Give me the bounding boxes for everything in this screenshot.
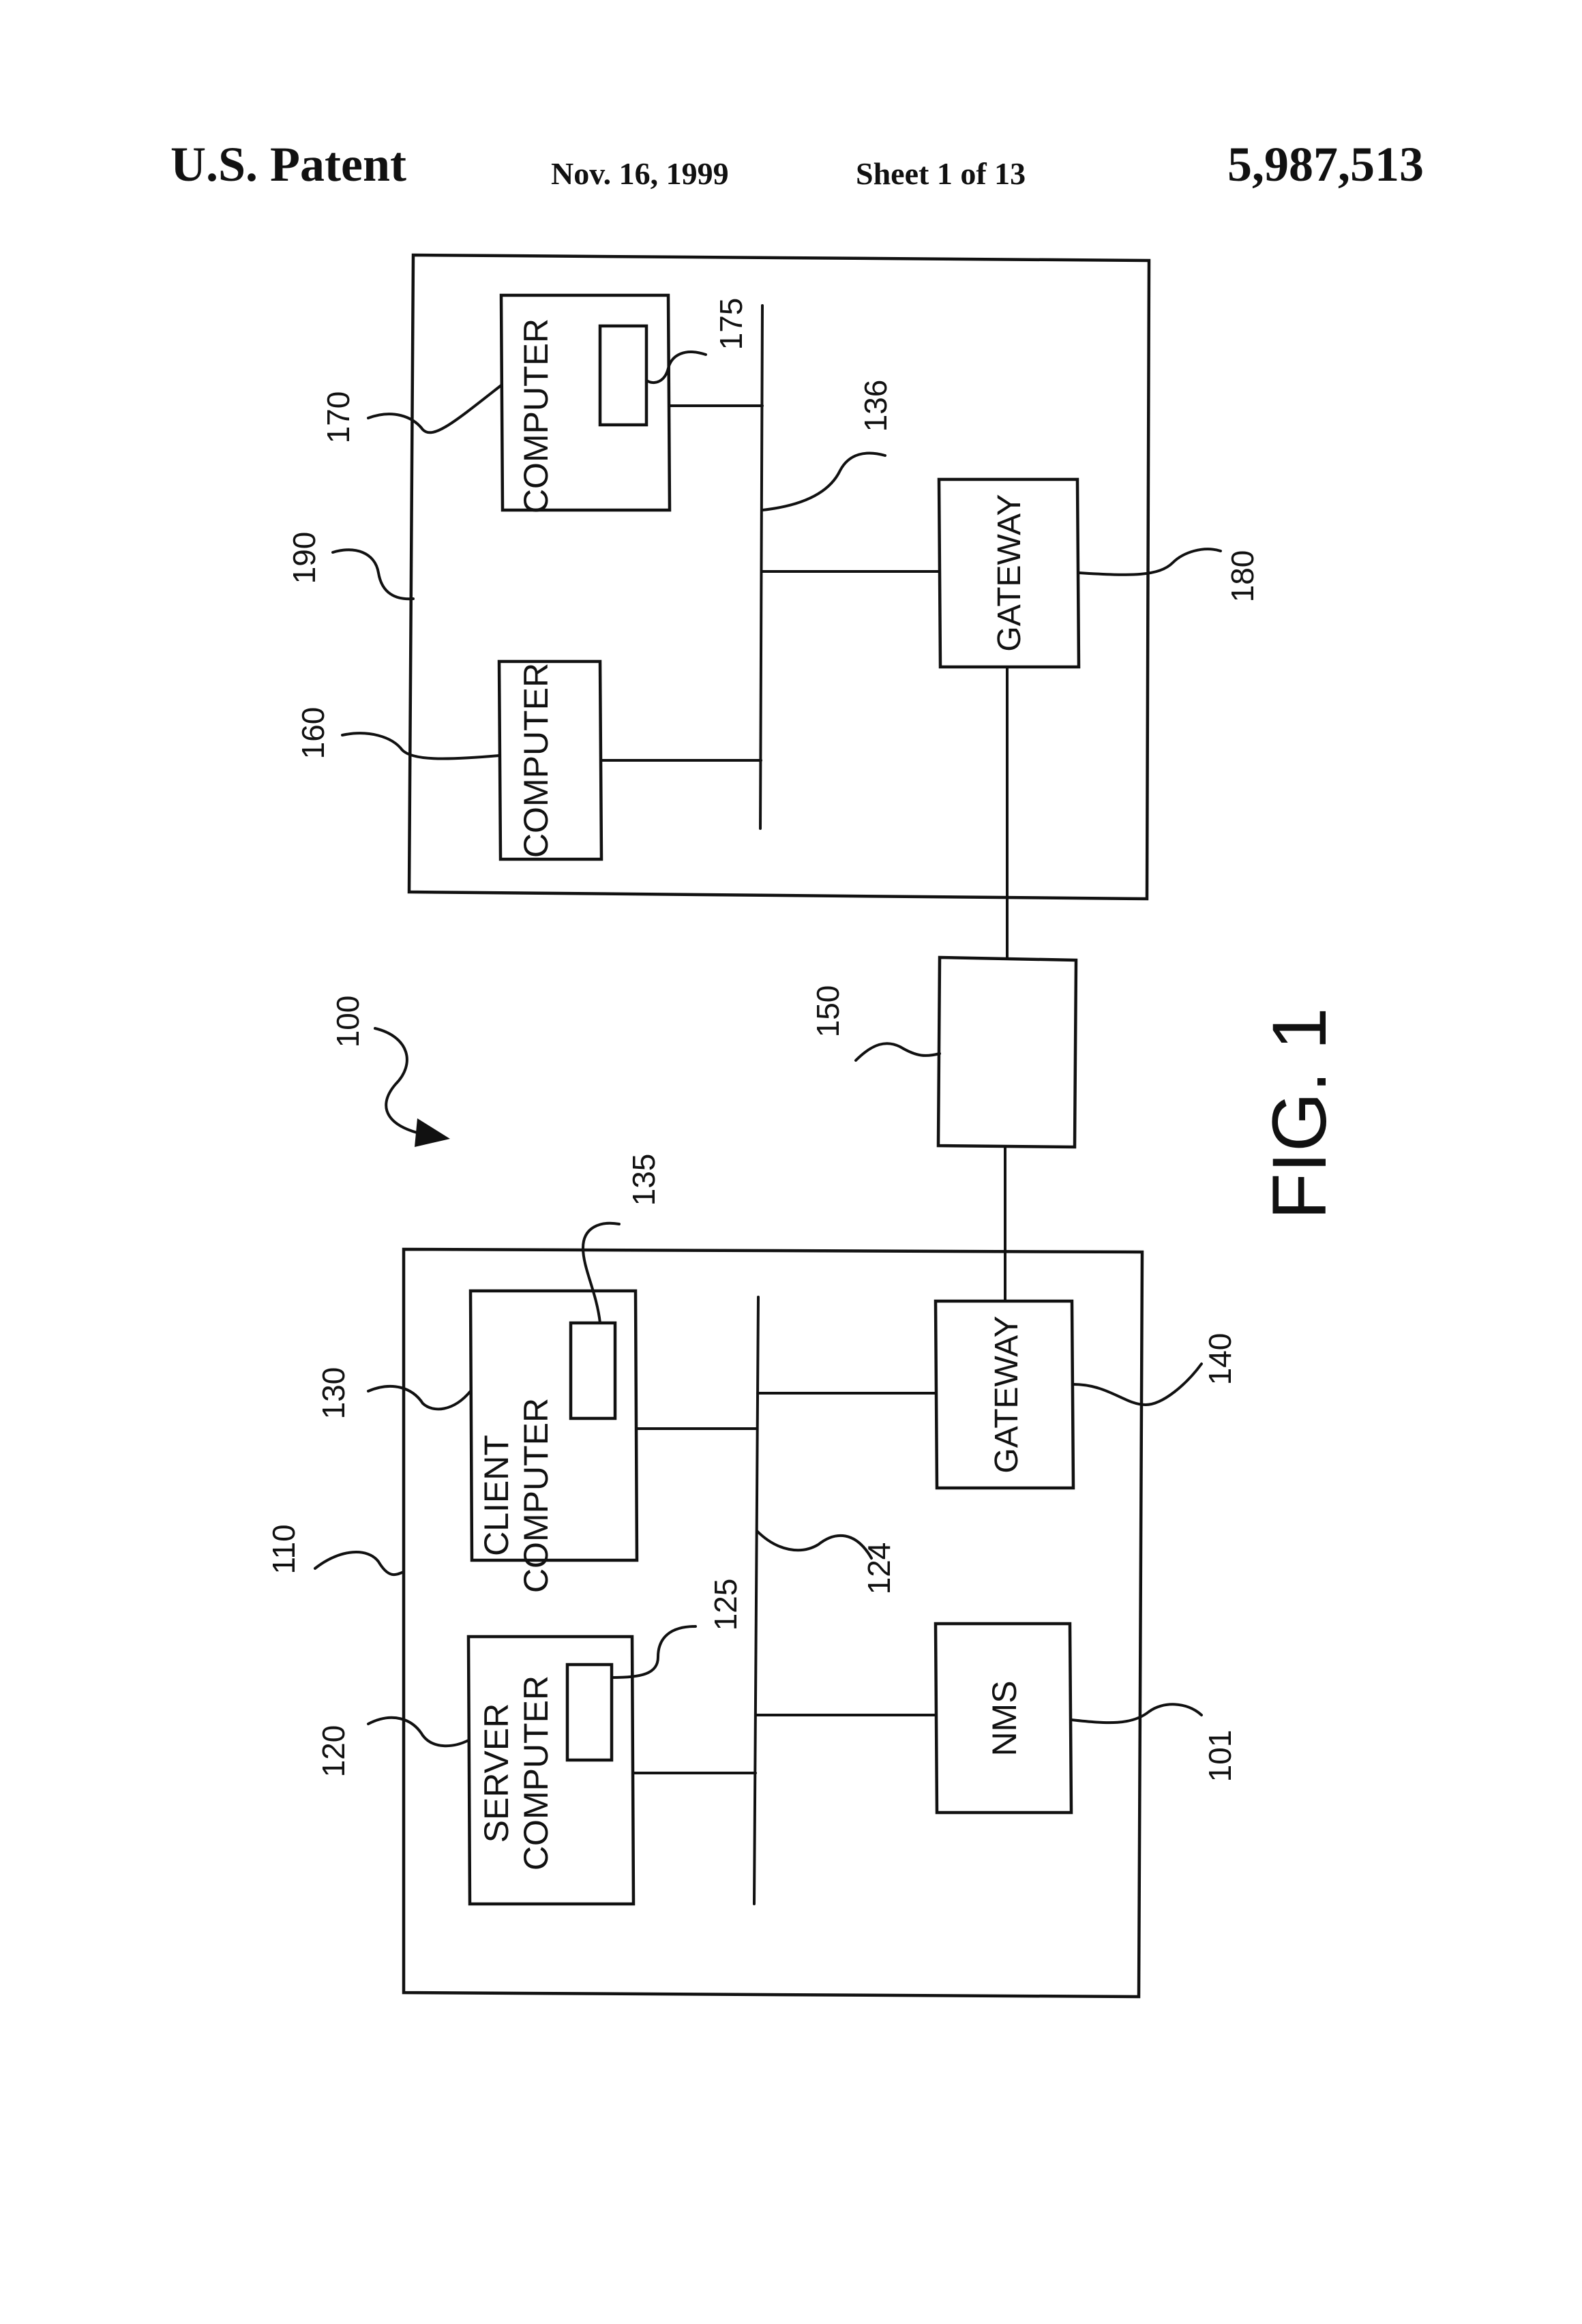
patent-date: Nov. 16, 1999 bbox=[551, 156, 729, 191]
ref-125: 125 bbox=[708, 1579, 743, 1631]
leader-100 bbox=[374, 1027, 431, 1137]
computer-160-label: COMPUTER bbox=[517, 663, 555, 858]
computer-170-box bbox=[499, 293, 672, 512]
link-150-box bbox=[936, 955, 1078, 1149]
leader-100-arrowhead bbox=[415, 1118, 450, 1147]
server-label-line1: SERVER bbox=[477, 1703, 516, 1843]
ref-100: 100 bbox=[330, 996, 365, 1048]
server-computer-box bbox=[466, 1635, 636, 1906]
ref-150: 150 bbox=[810, 985, 846, 1038]
ref-180: 180 bbox=[1225, 550, 1260, 603]
leader-110 bbox=[314, 1551, 405, 1577]
patent-title: U.S. Patent bbox=[170, 137, 406, 192]
ref-101: 101 bbox=[1202, 1730, 1238, 1783]
leader-136 bbox=[761, 451, 886, 511]
ref-130: 130 bbox=[316, 1367, 351, 1420]
client-label-line2: COMPUTER bbox=[517, 1398, 555, 1593]
bus-136 bbox=[759, 304, 764, 830]
ref-110: 110 bbox=[266, 1524, 301, 1574]
leader-160 bbox=[341, 732, 501, 760]
leader-175 bbox=[645, 351, 707, 384]
leader-101 bbox=[1070, 1703, 1203, 1725]
ref-190: 190 bbox=[286, 532, 322, 584]
leader-124 bbox=[756, 1530, 873, 1560]
ref-160: 160 bbox=[295, 707, 331, 760]
gateway-140-label: GATEWAY bbox=[989, 1315, 1025, 1473]
client-label-line1: CLIENT bbox=[477, 1435, 516, 1556]
leader-140 bbox=[1072, 1362, 1203, 1406]
ref-136: 136 bbox=[858, 380, 893, 432]
patent-header: U.S. Patent Nov. 16, 1999 Sheet 1 of 13 … bbox=[0, 136, 1582, 205]
computer-170-inner-box bbox=[598, 324, 648, 427]
nms-box bbox=[934, 1622, 1073, 1815]
network-110-box bbox=[402, 1247, 1144, 1999]
server-inner-box bbox=[565, 1663, 614, 1762]
ref-140: 140 bbox=[1202, 1333, 1238, 1386]
client-computer-box bbox=[468, 1289, 639, 1562]
sheet-number: Sheet 1 of 13 bbox=[856, 156, 1026, 191]
nms-label: NMS bbox=[985, 1680, 1024, 1756]
ref-170: 170 bbox=[320, 391, 356, 444]
ref-135: 135 bbox=[626, 1154, 661, 1206]
gateway-180-box bbox=[937, 477, 1081, 669]
gateway-180-label: GATEWAY bbox=[991, 494, 1028, 651]
figure-label: FIG. 1 bbox=[1257, 1007, 1342, 1219]
ref-175: 175 bbox=[713, 298, 749, 351]
patent-number: 5,987,513 bbox=[1227, 137, 1424, 192]
leader-170 bbox=[367, 384, 503, 434]
server-label-line2: COMPUTER bbox=[517, 1675, 555, 1871]
leader-130 bbox=[367, 1384, 472, 1411]
client-inner-box bbox=[569, 1321, 617, 1420]
leader-135 bbox=[582, 1221, 621, 1324]
ref-124: 124 bbox=[861, 1543, 897, 1595]
server-computer-label: SERVER COMPUTER bbox=[477, 1675, 555, 1871]
network-190-box bbox=[407, 253, 1151, 901]
leader-125 bbox=[610, 1625, 697, 1679]
ref-120: 120 bbox=[316, 1725, 351, 1778]
leader-190 bbox=[331, 548, 415, 601]
leader-120 bbox=[367, 1716, 470, 1748]
leader-150 bbox=[854, 1042, 941, 1062]
leader-180 bbox=[1077, 548, 1222, 576]
client-computer-label: CLIENT COMPUTER bbox=[477, 1398, 555, 1593]
computer-160-box bbox=[497, 659, 603, 861]
bus-124 bbox=[753, 1296, 760, 1905]
gateway-140-box bbox=[934, 1299, 1075, 1490]
computer-170-label: COMPUTER bbox=[517, 318, 555, 513]
